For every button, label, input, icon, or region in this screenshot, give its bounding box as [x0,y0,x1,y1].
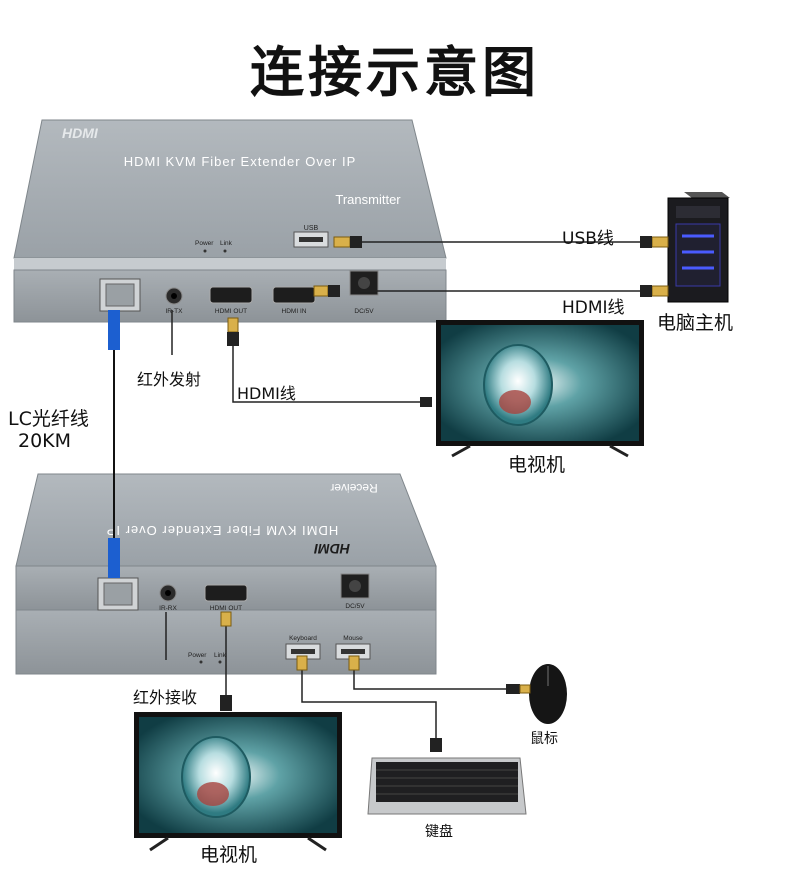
transmitter-device: HDMI HDMI KVM Fiber Extender Over IP Tra… [13,119,447,323]
transmitter-name-text: Transmitter [335,192,401,207]
transmitter-usb-label: USB [304,225,319,232]
fiber-label-line2: 20KM [18,430,72,452]
computer-label: 电脑主机 [657,312,734,334]
mouse-body [529,664,567,724]
tv-top-image-detail [499,390,531,414]
mouse-device [529,664,567,724]
hdmi-plug-tv-bottom [220,695,232,711]
fiber-connector-bottom [108,538,120,578]
hdmi-cable-tv [232,345,420,403]
tv-top-label: 电视机 [508,454,566,476]
transmitter-usb-slot [299,237,323,242]
hdmi-plug-transmitter-boot [328,285,340,297]
tv-bottom-stand [149,836,327,852]
receiver-mouse-slot [341,649,365,654]
page-title: 连接示意图 [250,41,540,104]
keyboard-device [367,757,527,815]
ir-tx-label: 红外发射 [137,370,202,389]
receiver-sfp-inner [103,582,133,606]
keyboard-label: 键盘 [425,824,453,840]
keyboard-keys [376,762,518,802]
usb-plug-mouse-boot [506,684,520,694]
transmitter-hdmi-in-label: HDMI IN [282,308,307,315]
keyboard-key-rows [376,769,518,795]
ir-rx-label: 红外接收 [133,688,198,707]
usb-cable-label: USB线 [562,229,614,249]
hdmi-plug-computer [651,285,669,297]
usb-plug-computer [651,236,669,248]
computer-front-panel [675,223,721,287]
receiver-ir-jack-hole [165,590,171,596]
fiber-connector-top [108,310,120,350]
tv-top [436,320,644,458]
transmitter-hdmi-out-label: HDMI OUT [215,308,247,315]
usb-plug-computer-boot [640,236,652,248]
receiver-mouse-label: Mouse [343,635,363,642]
usb-plug-rx-keyboard [296,655,308,671]
fiber-label-line1: LC光纤线 [8,408,89,430]
hdmi-plug-rx-out [220,611,232,627]
hdmi-plug-computer-boot [640,285,652,297]
hdmi-cable-pc-label: HDMI线 [562,298,625,318]
cable-plugs [220,236,669,752]
transmitter-ir-jack-hole [171,293,177,299]
receiver-hdmi-out-label: HDMI OUT [210,605,242,612]
hdmi-plug-tx-out [227,317,239,333]
transmitter-power-led [203,249,207,253]
transmitter-dc-label: DC/5V [354,308,374,315]
transmitter-hdmi-out-port [209,286,253,304]
computer-tower [667,192,730,303]
receiver-keyboard-slot [291,649,315,654]
cables [165,241,642,738]
usb-plug-transmitter-boot [350,236,362,248]
tv-bottom [134,712,342,852]
transmitter-seam [14,258,446,270]
receiver-dc-label: DC/5V [345,603,365,610]
transmitter-hdmi-logo: HDMI [62,125,99,141]
transmitter-model-text: HDMI KVM Fiber Extender Over IP [124,154,357,169]
transmitter-sfp-inner [105,283,135,307]
receiver-power-led [199,660,203,664]
transmitter-hdmi-in-port [272,286,316,304]
usb-plug-rx-mouse [348,655,360,671]
receiver-model-text: HDMI KVM Fiber Extender Over IP [106,523,339,538]
hdmi-plug-tx-out-boot [227,332,239,346]
receiver-ir-label: IR-RX [159,605,177,612]
hdmi-cable-tv-label: HDMI线 [237,384,296,403]
tv-bottom-label: 电视机 [200,844,258,866]
receiver-link-led [218,660,222,664]
hdmi-plug-transmitter [313,285,329,297]
computer-light-strips [682,234,714,270]
usb-plug-mouse [519,684,531,694]
hdmi-plug-tv-top [420,397,432,407]
mouse-label: 鼠标 [530,731,558,747]
transmitter-power-label: Power [195,240,214,247]
receiver-power-label: Power [188,652,207,659]
usb-plug-transmitter [333,236,351,248]
receiver-link-label: Link [214,652,227,659]
tv-bottom-image-detail [197,782,229,806]
keyboard-cable [301,668,437,738]
receiver-keyboard-label: Keyboard [289,635,317,642]
transmitter-link-label: Link [220,240,233,247]
computer-top [684,192,730,198]
receiver-hdmi-out-port [204,584,248,602]
transmitter-link-led [223,249,227,253]
computer-drive-bay [676,206,720,218]
transmitter-ir-label: IR-TX [166,308,184,315]
usb-plug-keyboard [430,738,442,752]
mouse-cable [353,668,506,690]
receiver-name-text: Receiver [330,481,377,495]
transmitter-dc-hole [358,277,370,289]
receiver-hdmi-logo: HDMI [313,541,350,557]
receiver-dc-hole [349,580,361,592]
tv-top-stand [451,444,629,458]
